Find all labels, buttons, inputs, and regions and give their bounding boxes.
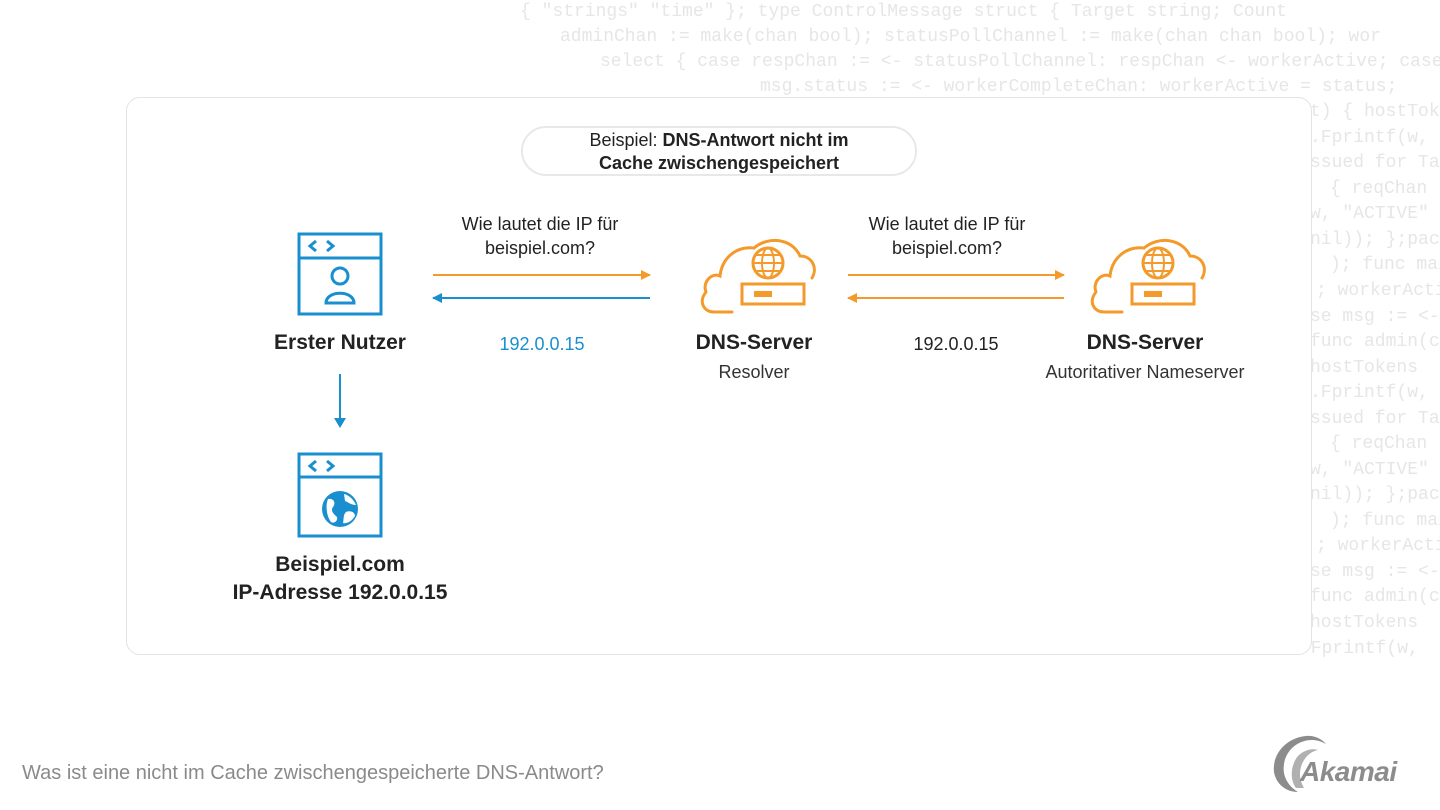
cloud-globe-server-icon: [700, 239, 816, 314]
title-bold-line2: Cache zwischengespeichert: [598, 153, 840, 173]
resolver-label: DNS-Server: [695, 331, 813, 354]
query-message-2: Wie lautet die IP für beispiel.com?: [827, 212, 1067, 260]
title-bold-line1: DNS-Antwort nicht im: [662, 130, 849, 150]
website-ip-label: IP-Adresse 192.0.0.15: [232, 581, 448, 604]
down-arrow: [334, 374, 346, 428]
akamai-logo: [1273, 735, 1326, 792]
browser-globe-icon: [297, 452, 383, 538]
browser-user-icon: [297, 232, 383, 316]
cloud-globe-server-icon: [1090, 239, 1206, 314]
response-message-2: 192.0.0.15: [913, 334, 999, 354]
diagram-card: [126, 97, 1312, 655]
query-message-1-line2: beispiel.com?: [484, 238, 596, 258]
query-message-2-line2: beispiel.com?: [891, 238, 1003, 258]
footer-question: Was ist eine nicht im Cache zwischengesp…: [22, 762, 604, 784]
authoritative-sublabel: Autoritativer Nameserver: [1045, 362, 1245, 382]
resolver-sublabel: Resolver: [718, 362, 790, 382]
response-message-1: 192.0.0.15: [499, 334, 585, 354]
query-message-2-line1: Wie lautet die IP für: [868, 214, 1026, 234]
query-message-1: Wie lautet die IP für beispiel.com?: [420, 212, 660, 260]
logo-text: Akamai: [1300, 756, 1397, 787]
diagram-title: Beispiel: DNS-Antwort nicht im Cache zwi…: [521, 126, 917, 176]
query-message-1-line1: Wie lautet die IP für: [461, 214, 619, 234]
title-prefix: Beispiel:: [589, 130, 663, 150]
website-label: Beispiel.com: [275, 553, 405, 576]
authoritative-label: DNS-Server: [1086, 331, 1204, 354]
user-label: Erster Nutzer: [274, 331, 406, 354]
